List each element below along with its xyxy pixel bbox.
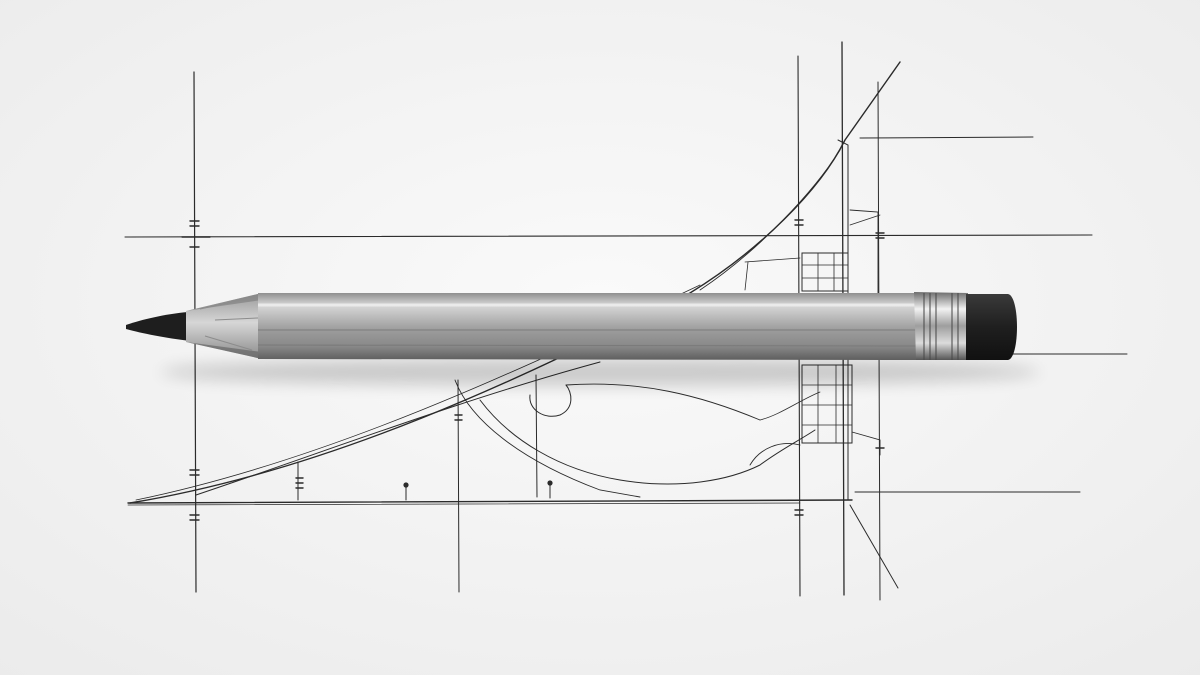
dimension-dots bbox=[403, 480, 553, 488]
pencil-graphite-tip bbox=[126, 312, 190, 341]
pencil-body bbox=[258, 293, 918, 360]
technical-drawing bbox=[124, 41, 1128, 601]
pencil-ferrule bbox=[914, 292, 968, 360]
pencil bbox=[126, 292, 1017, 360]
pencil-wood-cone bbox=[186, 293, 262, 359]
pencil-eraser bbox=[966, 294, 1017, 360]
pencil-shadow bbox=[160, 358, 1040, 386]
